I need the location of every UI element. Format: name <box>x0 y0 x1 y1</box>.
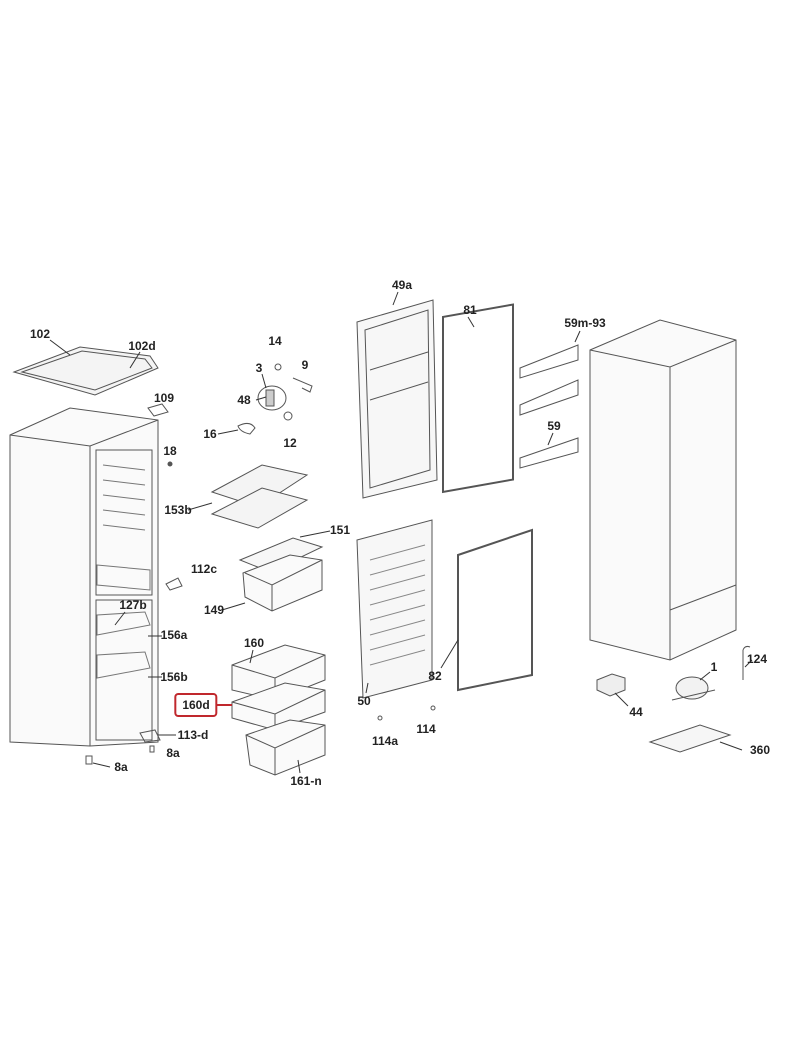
leader-lines <box>49 291 753 774</box>
label-156a: 156a <box>160 628 188 642</box>
label-18: 18 <box>163 444 177 458</box>
label-114a: 114a <box>371 734 399 748</box>
label-124: 124 <box>746 652 768 666</box>
label-49a: 49a <box>391 278 413 292</box>
label-1: 1 <box>710 660 718 674</box>
outer-cabinet-part <box>589 319 737 661</box>
label-360: 360 <box>749 743 771 757</box>
drawers-part <box>231 644 326 776</box>
glass-shelves-part <box>210 464 309 529</box>
label-127b: 127b <box>119 598 147 612</box>
cabinet-part <box>9 407 159 747</box>
label-109: 109 <box>153 391 175 405</box>
freezer-gasket-part <box>457 528 533 692</box>
label-149: 149 <box>203 603 225 617</box>
label-48: 48 <box>237 393 251 407</box>
label-12: 12 <box>283 436 297 450</box>
crisper-part <box>238 537 324 612</box>
label-44: 44 <box>629 705 643 719</box>
label-50: 50 <box>357 694 371 708</box>
label-112c: 112c <box>190 562 218 576</box>
label-160d-highlighted: 160d <box>174 693 218 717</box>
label-9: 9 <box>301 358 309 372</box>
fridge-gasket-part <box>442 303 514 494</box>
label-156b: 156b <box>160 670 188 684</box>
label-160: 160 <box>243 636 265 650</box>
top-cover-part <box>12 346 159 396</box>
label-102: 102 <box>29 327 51 341</box>
label-151: 151 <box>329 523 351 537</box>
label-14: 14 <box>268 334 282 348</box>
label-114: 114 <box>416 722 436 736</box>
label-59m-93: 59m-93 <box>564 316 606 330</box>
door-bins-part <box>519 344 579 469</box>
compressor-parts <box>377 645 751 753</box>
label-102d: 102d <box>128 339 156 353</box>
label-82: 82 <box>428 669 442 683</box>
label-16: 16 <box>203 427 217 441</box>
label-113-d: 113-d <box>177 728 209 742</box>
label-59: 59 <box>547 419 561 433</box>
fridge-door-part <box>356 299 438 499</box>
label-3: 3 <box>255 361 263 375</box>
label-81: 81 <box>463 303 477 317</box>
label-153b: 153b <box>164 503 192 517</box>
label-8a: 8a <box>114 760 128 774</box>
freezer-door-part <box>356 519 433 699</box>
small-parts <box>85 363 313 765</box>
label-8a: 8a <box>166 746 180 760</box>
label-161-n: 161-n <box>290 774 322 788</box>
